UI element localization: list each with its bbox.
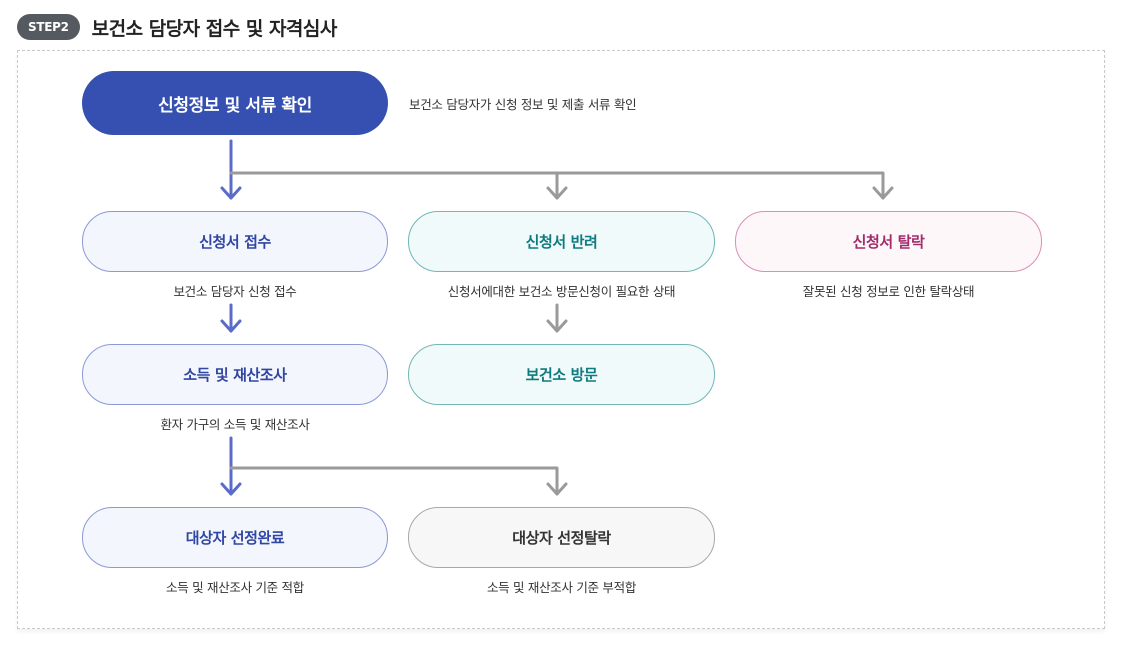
node-review-label: 신청정보 및 서류 확인 [158, 95, 312, 116]
step-header: STEP2 보건소 담당자 접수 및 자격심사 [17, 12, 337, 42]
flow-frame [17, 50, 1105, 629]
not-selected-caption: 소득 및 재산조사 기준 부적합 [486, 580, 637, 595]
node-dropout: 신청서 탈락 [735, 211, 1042, 272]
node-review: 신청정보 및 서류 확인 [82, 71, 388, 135]
node-visit: 보건소 방문 [408, 344, 715, 405]
node-receipt: 신청서 접수 [82, 211, 388, 272]
node-not-selected: 대상자 선정탈락 [408, 507, 715, 568]
dropout-caption: 잘못된 신청 정보로 인한 탈락상태 [802, 284, 975, 299]
node-return-label: 신청서 반려 [525, 233, 598, 251]
selected-caption: 소득 및 재산조사 기준 적합 [166, 580, 304, 595]
node-visit-label: 보건소 방문 [525, 366, 598, 384]
node-dropout-label: 신청서 탈락 [852, 233, 925, 251]
node-receipt-label: 신청서 접수 [199, 233, 271, 251]
receipt-caption: 보건소 담당자 신청 접수 [173, 284, 297, 299]
step-title: 보건소 담당자 접수 및 자격심사 [91, 17, 338, 40]
review-note: 보건소 담당자가 신청 정보 및 제출 서류 확인 [409, 97, 637, 112]
node-return: 신청서 반려 [408, 211, 715, 272]
node-selected: 대상자 선정완료 [82, 507, 388, 568]
node-selected-label: 대상자 선정완료 [185, 529, 285, 547]
node-income-survey: 소득 및 재산조사 [82, 344, 388, 405]
income-survey-caption: 환자 가구의 소득 및 재산조사 [160, 417, 310, 432]
step-badge: STEP2 [17, 14, 80, 40]
node-not-selected-label: 대상자 선정탈락 [512, 529, 611, 547]
return-caption: 신청서에대한 보건소 방문신청이 필요한 상태 [447, 284, 676, 299]
node-income-survey-label: 소득 및 재산조사 [183, 366, 287, 384]
